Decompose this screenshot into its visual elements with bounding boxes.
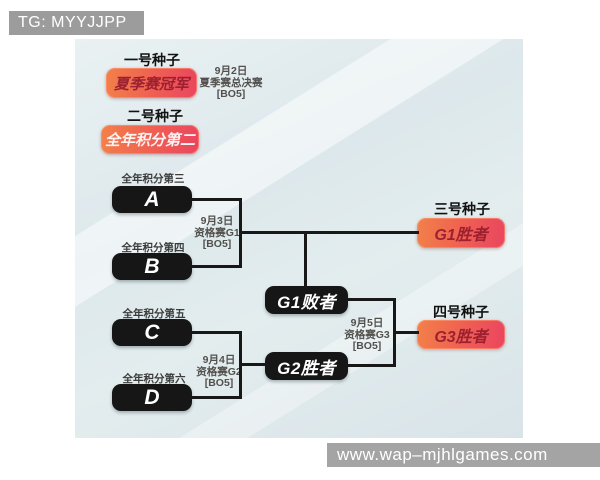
teamA-label: 全年积分第三: [121, 173, 185, 185]
teamB-node: B: [112, 253, 192, 280]
g2-name: 资格赛G2: [196, 365, 242, 378]
teamC-label: 全年积分第五: [122, 308, 186, 320]
seed4-label: 四号种子: [433, 304, 489, 320]
connector-line: [348, 364, 396, 367]
teamD-node: D: [112, 384, 192, 411]
g1-match-info: 9月3日 资格赛G1 [BO5]: [172, 215, 262, 251]
seed3-label: 三号种子: [434, 201, 490, 217]
g1-date: 9月3日: [200, 215, 234, 227]
g2-format: [BO5]: [204, 377, 234, 389]
connector-line: [192, 265, 242, 268]
seed2-slot: 全年积分第二: [101, 125, 199, 154]
final-date: 9月2日: [214, 65, 248, 77]
teamD-label: 全年积分第六: [122, 373, 186, 385]
g3-name: 资格赛G3: [344, 328, 390, 341]
seed4-slot: G3胜者: [417, 320, 505, 349]
seed1-label: 一号种子: [124, 52, 180, 68]
g2-match-info: 9月4日 资格赛G2 [BO5]: [174, 354, 264, 390]
telegram-watermark: TG: MYYJJPP: [9, 11, 144, 35]
g3-match-info: 9月5日 资格赛G3 [BO5]: [322, 317, 412, 353]
seed1-slot: 夏季赛冠军: [106, 68, 197, 98]
g2-winner-node: G2胜者: [265, 352, 348, 380]
website-watermark: www.wap–mjhlgames.com: [327, 443, 600, 467]
g1-name: 资格赛G1: [194, 226, 240, 239]
g3-format: [BO5]: [352, 340, 382, 352]
connector-line: [348, 298, 396, 301]
g1-loser-node: G1败者: [265, 286, 348, 314]
g1-format: [BO5]: [202, 238, 232, 250]
final-name: 夏季赛总决赛: [199, 76, 263, 89]
final-format: [BO5]: [216, 88, 246, 100]
g3-date: 9月5日: [350, 317, 384, 329]
connector-line: [304, 231, 307, 288]
teamC-node: C: [112, 319, 192, 346]
teamB-label: 全年积分第四: [121, 242, 185, 254]
teamA-node: A: [112, 186, 192, 213]
seed3-slot: G1胜者: [417, 218, 505, 248]
connector-line: [393, 331, 419, 334]
connector-line: [239, 231, 419, 234]
connector-line: [192, 198, 242, 201]
g2-date: 9月4日: [202, 354, 236, 366]
seed2-label: 二号种子: [127, 108, 183, 124]
connector-line: [192, 331, 242, 334]
connector-line: [192, 396, 242, 399]
connector-line: [239, 363, 267, 366]
final-match-info: 9月2日 夏季赛总决赛 [BO5]: [186, 65, 276, 101]
